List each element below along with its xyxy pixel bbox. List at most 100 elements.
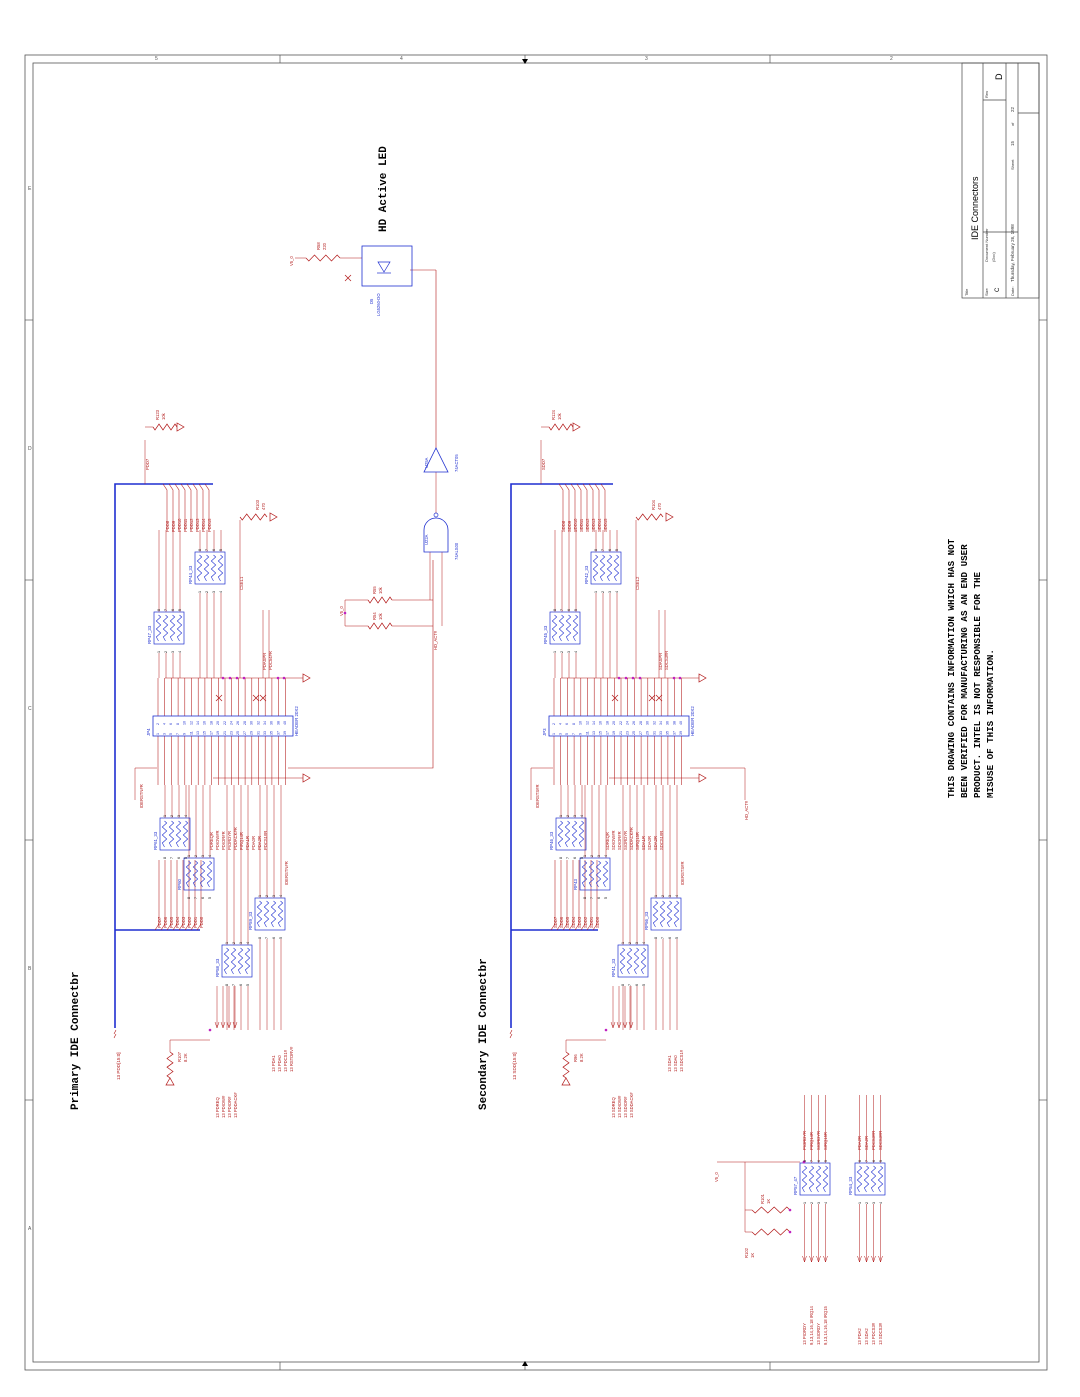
- r102-value: 1K: [750, 1253, 755, 1258]
- label-group: 2: [156, 723, 160, 725]
- primary-rp-b-pin: 6: [171, 609, 175, 611]
- label-group: 1: [157, 651, 161, 653]
- bl-out-left: 9,13,14,16,18 IRQ15: [823, 1305, 828, 1345]
- rp54-pin: 1: [858, 1202, 862, 1204]
- rp54-pin: 3: [872, 1202, 876, 1204]
- r55-value-group: 10k: [378, 586, 383, 594]
- secondary-nc-mark: [648, 694, 656, 702]
- net-v5-c-group: V5_0: [714, 1172, 719, 1182]
- secondary-header-pin: 25: [632, 731, 636, 735]
- secondary-csel: CSEL2: [635, 576, 640, 590]
- rp57-pin: 2: [810, 1202, 814, 1204]
- label-group: 8: [559, 857, 563, 859]
- rp57-element: [815, 1165, 822, 1193]
- secondary-pu-gnd: [572, 422, 581, 432]
- secondary-bus-wire: [564, 483, 570, 530]
- secondary-bus-wire: [556, 860, 562, 931]
- primary-header-pin: 39: [283, 731, 287, 735]
- secondary-rp-e-pin: 6: [668, 937, 672, 939]
- secondary-out-arrow: [616, 1021, 622, 1029]
- label-group: 13 RSTDRV#: [289, 1046, 294, 1072]
- label-group: 23: [230, 731, 234, 735]
- primary-rp-d-pin: 3: [201, 855, 205, 857]
- label-group: 6: [565, 723, 569, 725]
- primary-bus-wire: [178, 860, 184, 931]
- secondary-header-pin: 38: [672, 721, 676, 725]
- secondary-junction: [678, 676, 682, 680]
- rp57-label-group: RP57_47: [793, 1176, 798, 1195]
- u22a-ref: U22A: [424, 534, 429, 545]
- label-group: 8: [858, 1160, 862, 1162]
- r102-ref-group: R102: [744, 1247, 749, 1258]
- primary-bus: [114, 483, 213, 940]
- primary-rp-d-element: [185, 860, 192, 888]
- label-group: 8: [176, 723, 180, 725]
- label-group: 38: [276, 721, 280, 725]
- label-group: SIORDYR: [816, 1131, 821, 1150]
- primary-rp-a-pin: 1: [198, 591, 202, 593]
- r101-res: [751, 1206, 791, 1214]
- primary-out-arrow: [220, 1021, 226, 1029]
- primary-pu-gnd: [176, 422, 185, 432]
- secondary-rst2: IDERSTS#R: [680, 861, 685, 885]
- tb-date-label: Date:: [1010, 286, 1015, 296]
- r54-res: [367, 622, 393, 630]
- label-group: 13 PDREQ: [215, 1097, 220, 1118]
- secondary-gnd-res: [665, 512, 674, 522]
- rp54-label: RP54_33: [848, 1176, 853, 1195]
- secondary-rp-c-pin: 7: [566, 857, 570, 859]
- rp57-element: [808, 1165, 815, 1193]
- secondary-header-pin: 7: [572, 733, 576, 735]
- label-group: 7: [661, 937, 665, 939]
- r58-ref: R58: [316, 242, 321, 250]
- label-group: 13 PDA2: [857, 1328, 862, 1345]
- label-group: R123: [155, 409, 160, 420]
- label-group: PDD3: [181, 916, 186, 928]
- label-group: 21: [223, 731, 227, 735]
- label-group: 34: [659, 721, 663, 725]
- label-group: SDA2R: [864, 1136, 869, 1150]
- primary-rp-b-pin: 5: [178, 609, 182, 611]
- secondary-header-pin: 3: [559, 733, 563, 735]
- label-group: 1: [858, 1202, 862, 1204]
- secondary-bus-wire: [562, 860, 568, 931]
- label-group: 6: [573, 857, 577, 859]
- primary-header-pin: 9: [183, 733, 187, 735]
- secondary-bus-wire: [570, 483, 576, 530]
- secondary-rp-d-pin: 4: [604, 855, 608, 857]
- label-group: 2: [601, 591, 605, 593]
- bl-net-left: PIRQ14R: [809, 1132, 814, 1150]
- label-group: 19: [612, 731, 616, 735]
- label-group: 7: [572, 733, 576, 735]
- secondary-rp-a-element: [592, 554, 599, 582]
- zone-top-1: 5: [155, 56, 158, 62]
- primary-rp-b-element: [155, 614, 162, 642]
- secondary-rp-d-element: [581, 860, 588, 888]
- secondary-rp-b-element: [572, 614, 579, 642]
- secondary-net-lower: SDD5: [565, 916, 570, 928]
- rp54-element: [877, 1165, 884, 1193]
- rp54-label-group: RP54_33: [848, 1176, 853, 1195]
- secondary-rp-e-label: RP56_33: [644, 911, 649, 930]
- secondary-rp-d-label: RP43: [573, 878, 578, 890]
- secondary-rp-b-pin: 6: [567, 609, 571, 611]
- primary-rp-e-label: RP59_33: [248, 911, 253, 930]
- label-group: 10: [183, 721, 187, 725]
- secondary-out-right: 13 SDA0: [673, 1055, 678, 1072]
- primary-net-upper: PDD9: [171, 520, 176, 532]
- secondary-out-right: 13 SDCS1#: [679, 1049, 684, 1072]
- secondary-bus-wire: [580, 860, 586, 931]
- label-group: 27: [639, 731, 643, 735]
- primary-rp-e-pin: 7: [265, 937, 269, 939]
- secondary-rp-d-element: [588, 860, 595, 888]
- primary-rp-b-body: [153, 611, 185, 645]
- label-group: 4: [615, 591, 619, 593]
- secondary-rp-c-pin: 8: [559, 857, 563, 859]
- secondary-header-pin: 18: [605, 721, 609, 725]
- primary-nc-mark: [259, 694, 267, 702]
- primary-header-pin: 33: [263, 731, 267, 735]
- secondary-ctrl-net: SDREQR: [605, 832, 610, 850]
- secondary-asp-group: SDASPR: [658, 653, 663, 670]
- label-group: 6: [668, 937, 672, 939]
- label-group: 16: [599, 721, 603, 725]
